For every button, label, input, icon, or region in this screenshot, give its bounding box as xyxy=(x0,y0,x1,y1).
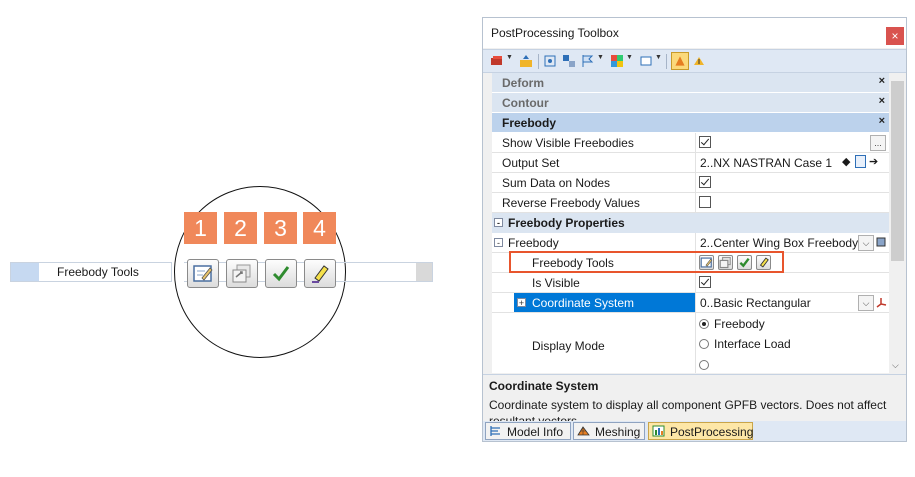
copy-freebody-button-large[interactable] xyxy=(226,259,258,288)
row-reverse-freebody-values: Reverse Freebody Values xyxy=(492,193,889,213)
model-style-icon[interactable] xyxy=(490,54,504,68)
panel-title: PostProcessing Toolbox xyxy=(491,26,619,40)
freebody-options-icon[interactable] xyxy=(875,236,887,248)
highlight-icon xyxy=(312,265,329,283)
load-icon[interactable] xyxy=(519,54,533,68)
panel-titlebar: PostProcessing Toolbox × xyxy=(483,18,906,48)
description-title: Coordinate System xyxy=(489,379,599,393)
collapse-icon[interactable]: - xyxy=(494,238,503,248)
bottom-tabs: Model Info Meshing PostProcessing xyxy=(483,421,906,441)
window-icon[interactable] xyxy=(639,54,653,68)
category-deform[interactable]: Deform × xyxy=(492,73,889,93)
row-output-set: Output Set 2..NX NASTRAN Case 1 ◆ ➔ xyxy=(492,153,889,173)
tab-model-info[interactable]: Model Info xyxy=(485,422,571,440)
sum-data-checkbox[interactable] xyxy=(699,176,711,188)
chevron-down-icon[interactable]: ⌵ xyxy=(858,235,874,251)
reverse-values-checkbox[interactable] xyxy=(699,196,711,208)
scrollbar-thumb[interactable] xyxy=(891,81,904,261)
row-is-visible: Is Visible xyxy=(492,273,889,293)
edit-freebody-button[interactable] xyxy=(699,255,714,270)
check-icon xyxy=(272,266,290,282)
previous-arrow-icon[interactable]: ◆ xyxy=(842,156,851,168)
radio-freebody[interactable] xyxy=(699,319,709,329)
property-grid: Deform × Contour × Freebody × Show Visib… xyxy=(492,73,889,373)
chevron-down-icon[interactable]: ▼ xyxy=(597,54,604,61)
radio-freebody-label: Freebody xyxy=(714,317,765,331)
chevron-down-icon[interactable]: ▼ xyxy=(626,54,633,61)
is-visible-checkbox[interactable] xyxy=(699,276,711,288)
check-icon xyxy=(739,257,750,268)
close-icon[interactable]: × xyxy=(878,95,885,107)
meshing-icon xyxy=(577,426,590,436)
highlight-icon xyxy=(759,257,769,268)
next-arrow-icon[interactable]: ➔ xyxy=(869,156,879,168)
coordinate-system-value[interactable]: 0..Basic Rectangular xyxy=(700,296,811,310)
category-contour[interactable]: Contour × xyxy=(492,93,889,113)
chevron-down-icon[interactable]: ▼ xyxy=(655,54,662,61)
callout-row-right xyxy=(360,262,433,282)
callout-number-4: 4 xyxy=(303,212,336,244)
highlight-button-large[interactable] xyxy=(304,259,336,288)
copy-freebody-button[interactable] xyxy=(718,255,733,270)
radio-interface-load[interactable] xyxy=(699,339,709,349)
model-info-icon xyxy=(490,426,500,436)
check-button[interactable] xyxy=(737,255,752,270)
postprocessing-icon xyxy=(652,425,665,437)
expand-icon[interactable]: + xyxy=(517,298,526,308)
callout-number-3: 3 xyxy=(264,212,297,244)
group-icon[interactable] xyxy=(562,54,576,68)
freebody-value[interactable]: 2..Center Wing Box Freebody xyxy=(700,236,859,250)
highlight-button[interactable] xyxy=(756,255,771,270)
tab-postprocessing[interactable]: PostProcessing xyxy=(648,422,753,440)
callout-number-1: 1 xyxy=(184,212,217,244)
color-palette-icon[interactable] xyxy=(610,54,624,68)
highlight-box xyxy=(509,251,784,273)
row-display-mode: Display Mode Freebody Interface Load xyxy=(492,313,889,373)
grid-scrollbar[interactable]: ⌵ xyxy=(889,73,906,373)
postprocessing-toolbox-panel: PostProcessing Toolbox × ▼ ▼ ▼ ▼ Deform … xyxy=(482,17,907,442)
callout-number-2: 2 xyxy=(224,212,257,244)
close-icon[interactable]: × xyxy=(878,75,885,87)
freebody-mode-icon[interactable] xyxy=(671,52,689,70)
radio-interface-load-label: Interface Load xyxy=(714,337,791,351)
callout-row-left: Freebody Tools xyxy=(10,262,172,282)
scroll-down-icon[interactable]: ⌵ xyxy=(892,360,899,370)
copy-freebody-icon xyxy=(232,264,251,283)
category-freebody[interactable]: Freebody × xyxy=(492,113,889,133)
description-pane: Coordinate System Coordinate system to d… xyxy=(483,374,906,428)
radio-option-3[interactable] xyxy=(699,360,709,370)
row-freebody: - Freebody 2..Center Wing Box Freebody ⌵ xyxy=(492,233,889,253)
edit-freebody-icon xyxy=(700,257,713,268)
section-freebody-properties[interactable]: - Freebody Properties xyxy=(492,213,889,233)
panel-toolbar: ▼ ▼ ▼ ▼ xyxy=(483,49,906,73)
output-set-value[interactable]: 2..NX NASTRAN Case 1 xyxy=(700,156,833,170)
row-coordinate-system: + Coordinate System 0..Basic Rectangular… xyxy=(492,293,889,313)
close-icon[interactable]: × xyxy=(878,115,885,127)
panel-close-button[interactable]: × xyxy=(886,27,904,45)
more-button[interactable]: ... xyxy=(870,135,886,151)
row-show-visible-freebodies: Show Visible Freebodies ... xyxy=(492,133,889,153)
chevron-down-icon[interactable]: ▼ xyxy=(506,54,513,61)
coordinate-axes-icon[interactable] xyxy=(875,296,887,308)
edit-freebody-icon xyxy=(193,265,213,282)
check-button-large[interactable] xyxy=(265,259,297,288)
select-output-set-icon[interactable] xyxy=(855,155,866,168)
freebody-tool-icon[interactable] xyxy=(692,54,706,68)
select-icon[interactable] xyxy=(543,54,557,68)
edit-freebody-button-large[interactable] xyxy=(187,259,219,288)
flag-icon[interactable] xyxy=(581,54,595,68)
collapse-icon[interactable]: - xyxy=(494,218,503,228)
show-visible-checkbox[interactable] xyxy=(699,136,711,148)
callout-row-label: Freebody Tools xyxy=(57,265,139,279)
copy-freebody-icon xyxy=(719,256,731,269)
row-sum-data-on-nodes: Sum Data on Nodes xyxy=(492,173,889,193)
chevron-down-icon[interactable]: ⌵ xyxy=(858,295,874,311)
tab-meshing[interactable]: Meshing xyxy=(573,422,645,440)
